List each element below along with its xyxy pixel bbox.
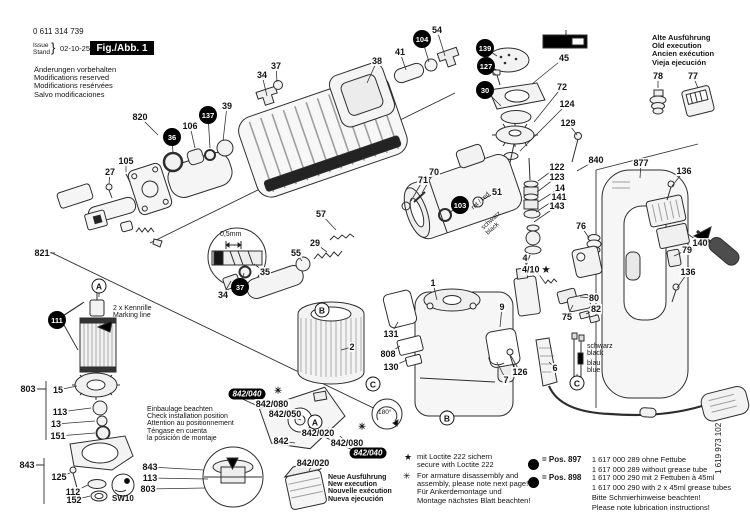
old-execution-parts [649,85,715,117]
bearing-detail [202,446,264,508]
armature-assembly [69,293,135,502]
pos-898-row: = Pos. 898 1 617 000 290 mit 2 Fettuben … [528,473,731,513]
issue-date: 02-10-25 [60,44,91,53]
field-coil [297,301,365,385]
wire-pair [571,332,585,380]
switch-assembly [488,267,600,387]
pos-898-bullet-icon [528,477,539,488]
pos-897-label: = Pos. 897 [542,455,582,464]
striker-pin-parts [401,191,484,222]
pos-898-label: = Pos. 898 [542,473,582,482]
wrench-size-label: SW10 [112,494,134,503]
figure-label: Fig./Abb. 1 [90,41,154,55]
pos-897-bullet-icon [528,459,539,470]
gap-detail-circle [207,227,273,289]
rotation-label: 180° [378,409,392,416]
issue-brace: } [51,40,56,55]
document-number-vertical: 1 619 973 102 [714,422,723,474]
scale-bar [542,30,588,49]
fan-filter-stack [486,47,582,173]
hammer-housing [382,288,521,417]
figure-label-box: Fig./Abb. 1 [90,41,154,55]
handle-assembly [566,169,690,399]
screwdriver [692,226,740,266]
gap-dimension-label: 0,5mm [220,231,242,238]
gear-housing [403,143,522,240]
power-cord [547,385,750,422]
rear-cap-assembly [328,46,460,128]
type-number: 0 611 314 739 [33,27,84,36]
marking-arrow [96,320,113,333]
spindle-assembly [56,152,233,248]
loctite-star-icon: ★ [404,452,413,462]
armature-star-icon: ✳ [403,471,411,481]
terminal-stack [521,157,542,276]
